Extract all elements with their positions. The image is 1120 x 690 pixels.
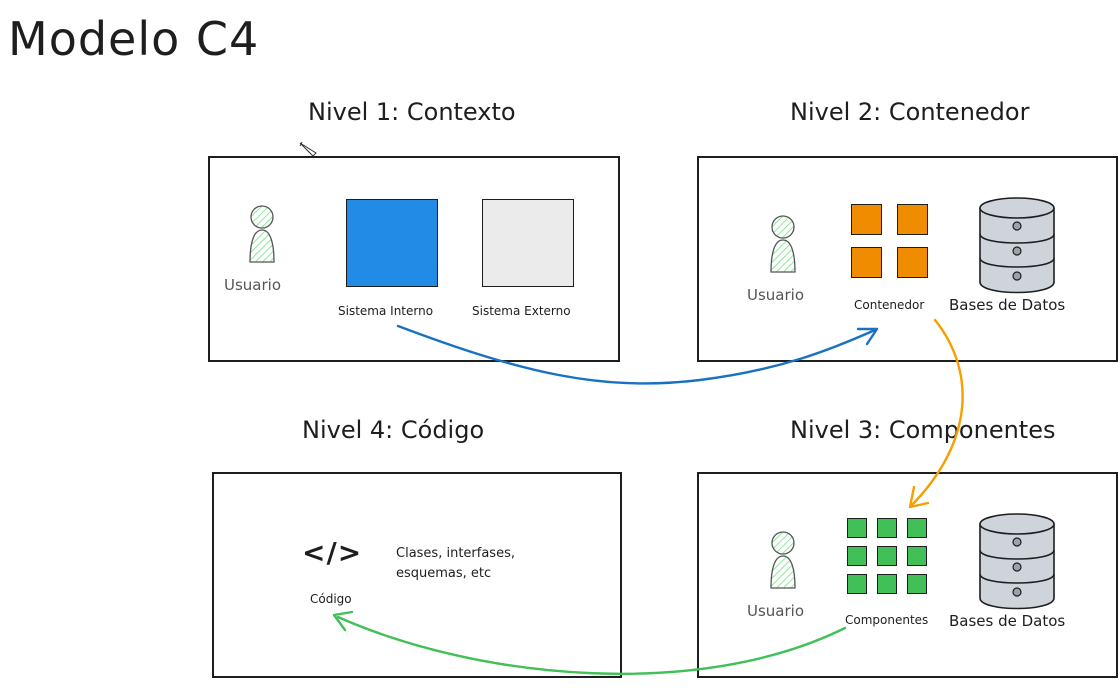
diagram-title: Modelo C4	[8, 12, 260, 66]
level4-panel: </> Código Clases, interfases, esquemas,…	[212, 472, 622, 678]
component-block	[907, 546, 927, 566]
container-block	[897, 204, 928, 235]
arrow-head	[856, 327, 879, 346]
user-icon	[770, 215, 796, 273]
component-block	[877, 546, 897, 566]
user-icon	[770, 531, 796, 589]
component-block	[907, 518, 927, 538]
component-block	[847, 518, 867, 538]
level4-title: Nivel 4: Código	[302, 416, 485, 444]
code-description-line1: Clases, interfases,	[396, 546, 515, 561]
component-block	[847, 546, 867, 566]
level3-panel: Usuario Componentes Bases de Datos	[697, 472, 1118, 678]
level1-title: Nivel 1: Contexto	[308, 98, 516, 126]
component-block	[877, 574, 897, 594]
user-label: Usuario	[747, 286, 805, 304]
external-system-box	[482, 199, 574, 287]
database-icon	[979, 197, 1055, 294]
arrow-head	[908, 485, 930, 509]
user-label: Usuario	[747, 602, 805, 620]
arrow-l1-to-l2	[396, 324, 877, 385]
database-label: Bases de Datos	[949, 296, 1066, 314]
components-label: Componentes	[845, 613, 929, 627]
level2-title: Nivel 2: Contenedor	[790, 98, 1030, 126]
external-system-label: Sistema Externo	[472, 304, 571, 318]
user-icon	[249, 205, 275, 263]
arrow-l3-to-l4	[336, 615, 847, 675]
container-block	[851, 204, 882, 235]
arrow-l2-to-l3	[910, 318, 964, 507]
internal-system-label: Sistema Interno	[338, 304, 434, 318]
user-label: Usuario	[224, 276, 282, 294]
level2-panel: Usuario Contenedor Bases de Datos	[697, 156, 1118, 362]
component-block	[847, 574, 867, 594]
code-label: Código	[310, 592, 352, 606]
code-icon: </>	[302, 536, 363, 569]
code-description-line2: esquemas, etc	[396, 566, 492, 581]
component-block	[877, 518, 897, 538]
container-label: Contenedor	[854, 298, 925, 312]
level1-panel: Usuario Sistema Interno Sistema Externo	[208, 156, 620, 362]
internal-system-box	[346, 199, 438, 287]
database-label: Bases de Datos	[949, 612, 1066, 630]
container-block	[897, 247, 928, 278]
component-block	[907, 574, 927, 594]
pencil-cursor-icon	[299, 141, 317, 157]
arrow-head	[332, 610, 354, 632]
container-block	[851, 247, 882, 278]
database-icon	[979, 513, 1055, 610]
level3-title: Nivel 3: Componentes	[790, 416, 1056, 444]
